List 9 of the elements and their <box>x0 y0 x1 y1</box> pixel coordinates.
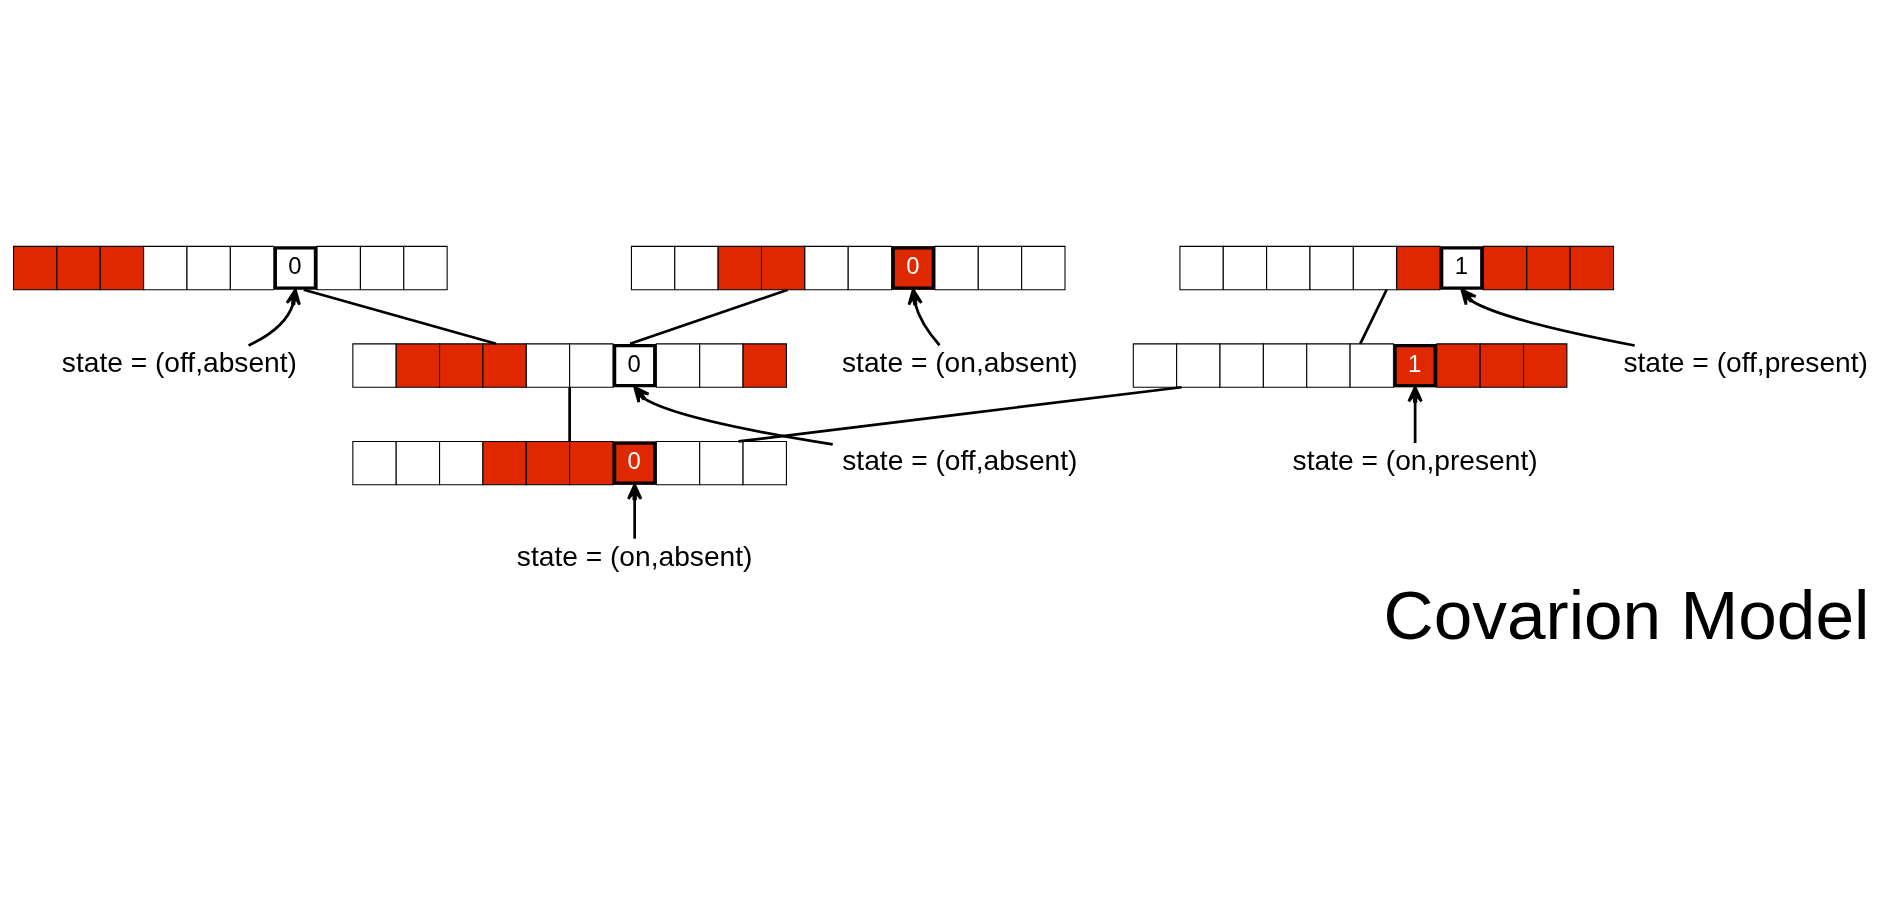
node-text: state = (off,absent) <box>842 443 1078 476</box>
diagram-title: Covarion Model <box>1383 575 1870 654</box>
node-text: state = (on,absent) <box>842 346 1078 379</box>
node-text: state = (off,present) <box>1623 346 1869 379</box>
node-text: state = (off,absent) <box>61 346 297 379</box>
node-text: state = (on,present) <box>1292 443 1538 476</box>
node-text: 1 <box>1454 252 1468 280</box>
node-text: state = (on,absent) <box>516 539 753 572</box>
node-text: 0 <box>288 252 302 280</box>
